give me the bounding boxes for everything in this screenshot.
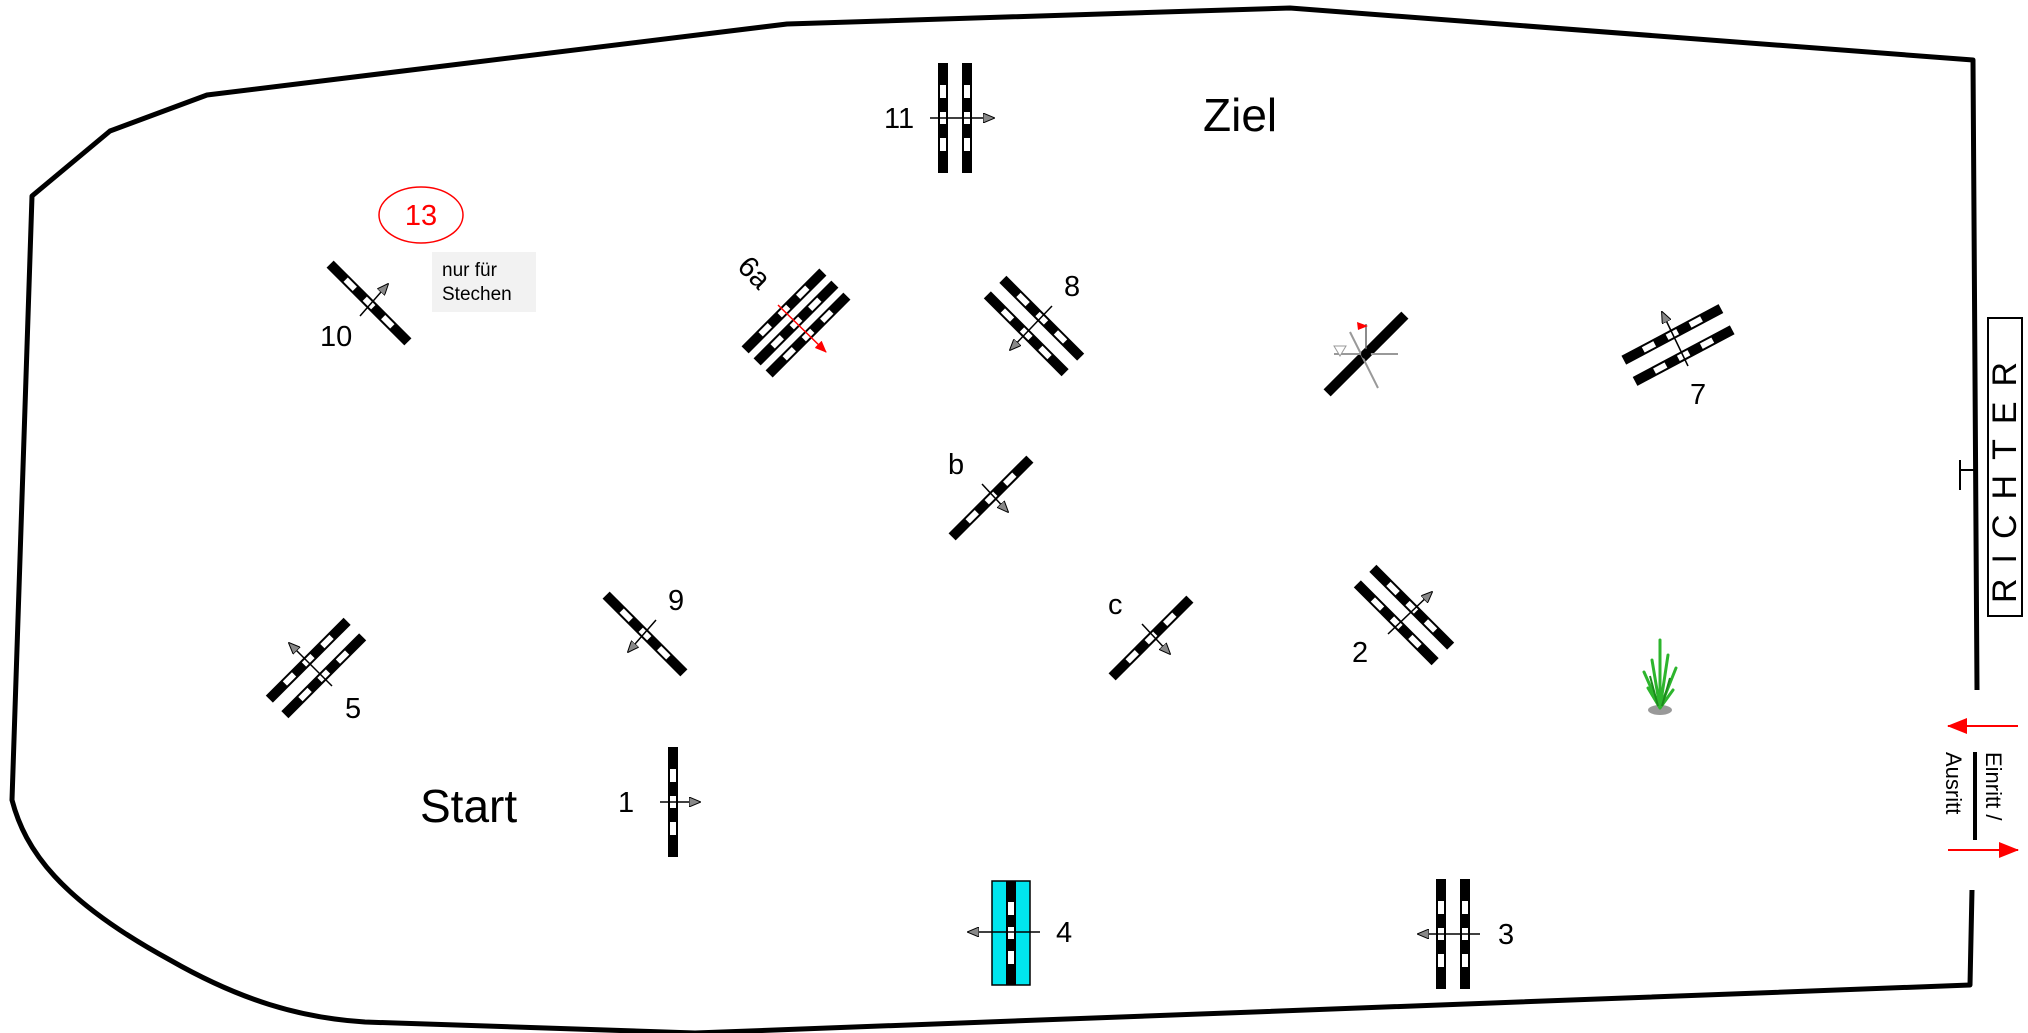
start-label: Start <box>420 780 517 832</box>
plant-icon <box>1642 638 1678 715</box>
obstacle-9-label: 9 <box>668 585 684 617</box>
obstacle-b-direction-arrow <box>981 483 1008 512</box>
jumpoff-number: 13 <box>405 200 437 232</box>
obstacle-2-label: 2 <box>1352 637 1368 669</box>
flag-icon <box>1357 322 1368 330</box>
unnumbered-fence <box>1323 311 1409 397</box>
obstacle-2 <box>1353 564 1455 666</box>
obstacle-c-direction-arrow <box>1141 623 1170 654</box>
obstacle-11-label: 11 <box>884 103 914 135</box>
finish-label: Ziel <box>1203 89 1277 141</box>
judge-label: RICHTER <box>1986 347 2024 603</box>
obstacle-2-direction-arrow <box>1387 592 1432 635</box>
obstacle-b-label: b <box>948 449 964 481</box>
obstacle-7-direction-arrow <box>1662 312 1689 367</box>
obstacle-7-label: 7 <box>1690 379 1706 411</box>
jumpoff-note-line2: Stechen <box>442 284 512 305</box>
obstacle-1-label: 1 <box>618 787 634 819</box>
obstacle-5-label: 5 <box>345 693 361 725</box>
obstacle-10-direction-arrow <box>359 284 388 317</box>
obstacle-6a-label: 6a <box>731 250 777 296</box>
obstacle-8-direction-arrow <box>1010 305 1053 350</box>
obstacle-5-direction-arrow <box>289 643 333 687</box>
obstacle-5 <box>265 617 367 719</box>
obstacle-10 <box>326 260 412 346</box>
obstacle-10-label: 10 <box>320 321 352 353</box>
exit-label: Ausritt <box>1941 752 1966 814</box>
obstacle-4 <box>991 880 1031 986</box>
arena-boundary <box>9 5 1980 1033</box>
obstacle-3-label: 3 <box>1498 919 1514 951</box>
entry-exit: Einritt / Ausritt <box>1941 718 2019 858</box>
obstacle-c-label: c <box>1108 589 1123 621</box>
judge-box: RICHTER <box>1959 317 2024 617</box>
jumpoff-marker: 13 nur für Stechen <box>378 186 536 312</box>
obstacle-9 <box>602 591 688 677</box>
obstacle-9-direction-arrow <box>628 619 657 652</box>
obstacle-6a-direction-arrow <box>777 304 827 353</box>
obstacle-c <box>1108 595 1194 681</box>
obstacle-4-label: 4 <box>1056 917 1072 949</box>
entry-label: Einritt / <box>1981 752 2006 821</box>
obstacle-b <box>948 455 1034 541</box>
jumpoff-note-line1: nur für <box>442 260 498 281</box>
obstacle-8-label: 8 <box>1064 271 1080 303</box>
